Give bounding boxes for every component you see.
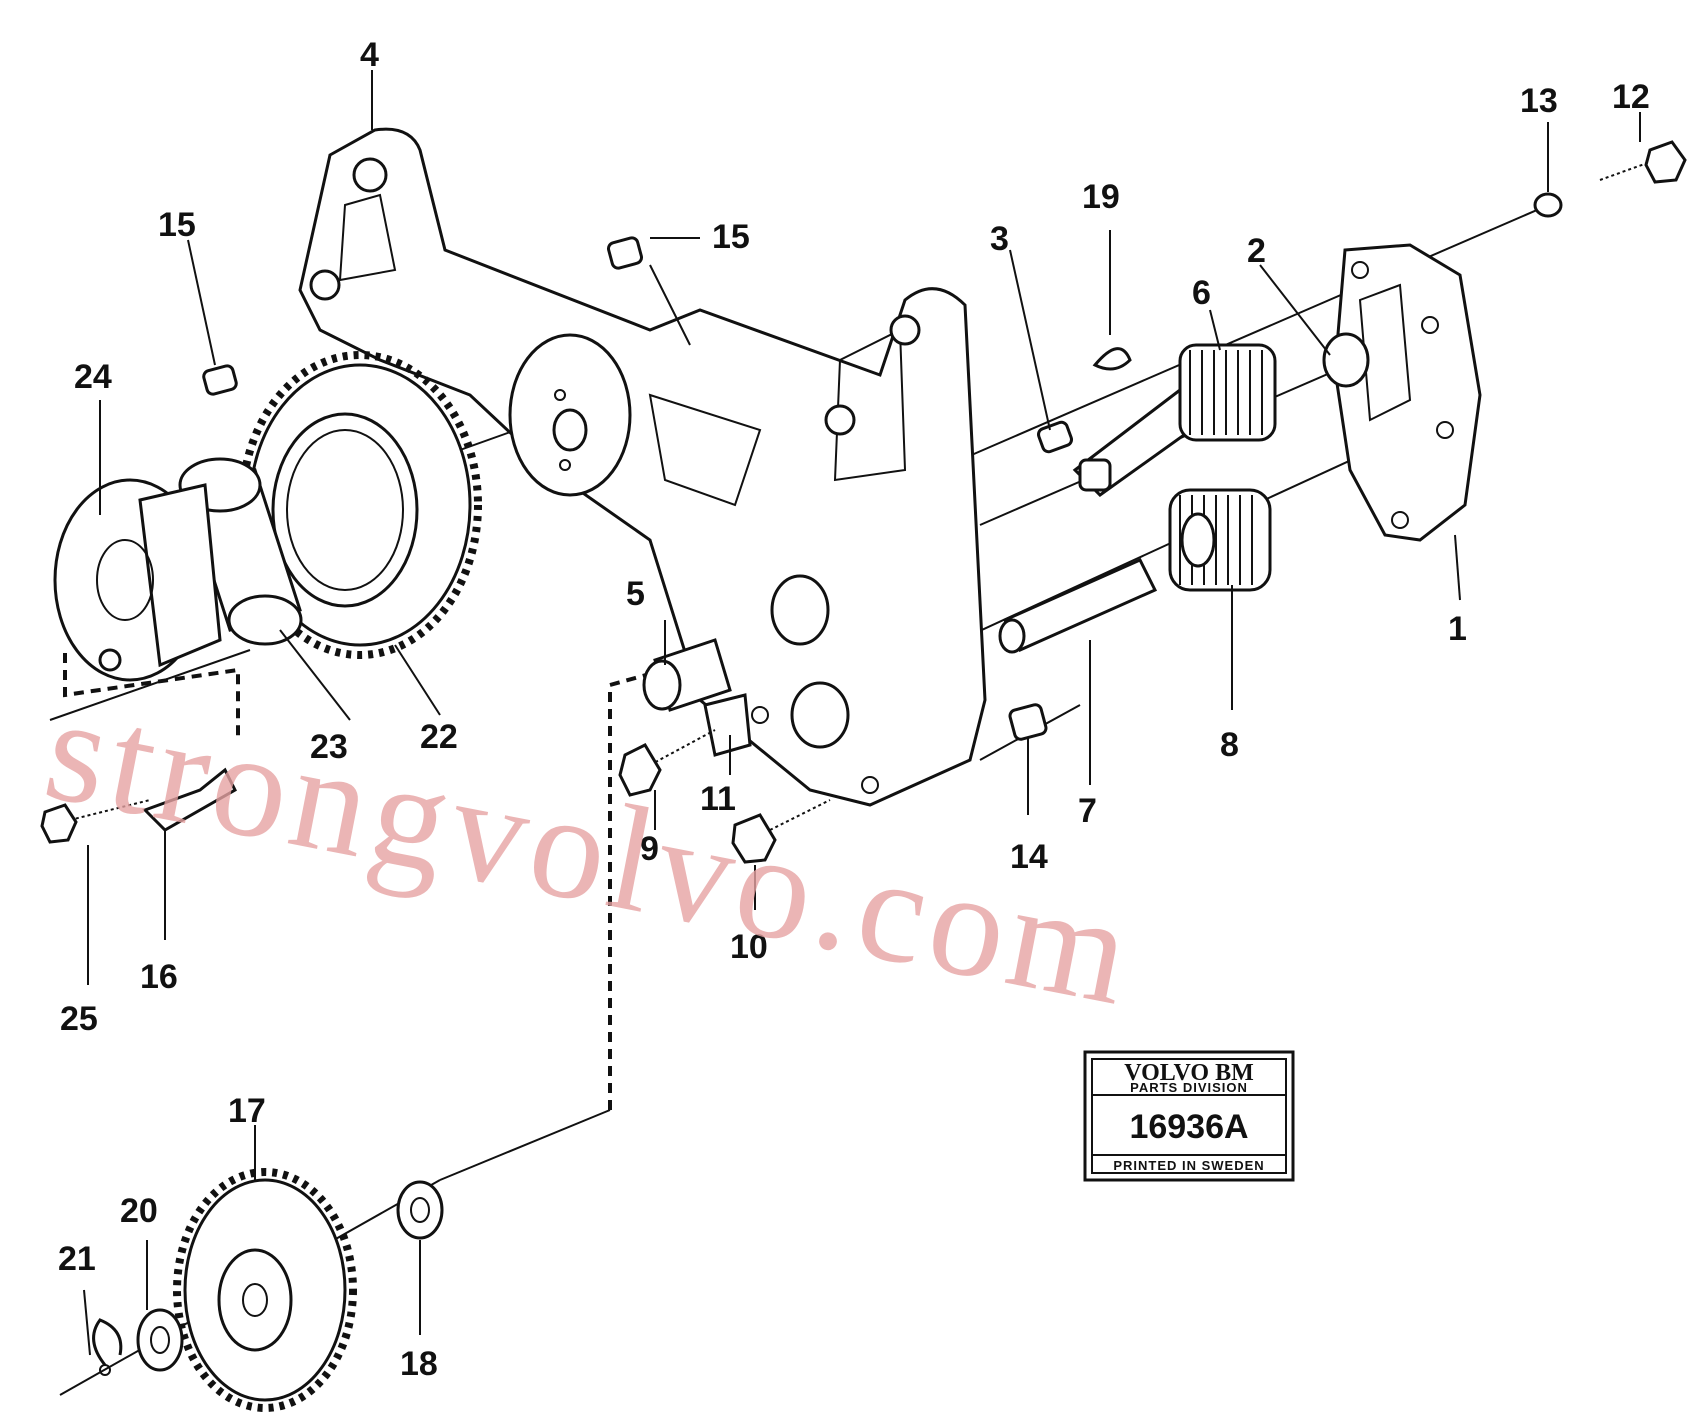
lock-plate-16 [142,767,237,832]
hub-flange [53,478,222,682]
callout-labels: 1 2 3 4 5 6 7 8 9 10 11 12 13 14 15 15 1… [58,36,1650,1383]
callout-3: 3 [990,220,1009,258]
badge-division: PARTS DIVISION [1130,1080,1248,1095]
bolt-12 [1599,140,1687,184]
callout-19: 19 [1082,178,1120,216]
idler-shaft [998,558,1158,654]
key-19 [1092,347,1132,371]
circlip-21 [92,1318,123,1376]
callout-8: 8 [1220,726,1239,764]
pump-housing-bracket [298,127,987,807]
washer-18 [396,1180,444,1240]
callout-14: 14 [1010,838,1048,876]
large-gear [238,351,482,659]
callout-10: 10 [730,928,768,966]
callout-17: 17 [228,1092,266,1130]
plug-15-top [606,236,644,270]
callout-15-top: 15 [712,218,750,256]
badge-code: 16936A [1129,1108,1248,1146]
callout-20: 20 [120,1192,158,1230]
sleeve-14 [1008,703,1048,741]
callout-2: 2 [1247,232,1266,270]
callout-15-left: 15 [158,206,196,244]
bolt-25 [40,799,151,844]
callout-4: 4 [360,36,379,74]
callout-22: 22 [420,718,458,756]
bushing-5 [642,638,732,712]
parts-division-badge: VOLVO BM PARTS DIVISION 16936A PRINTED I… [1083,1050,1295,1182]
callout-16: 16 [140,958,178,996]
pin-3 [1036,420,1074,454]
plug-15-left [202,364,238,396]
callout-24: 24 [74,358,112,396]
bolt-9 [618,729,716,797]
gear-17 [173,1168,357,1412]
callout-9: 9 [640,830,659,868]
callout-21: 21 [58,1240,96,1278]
drive-shaft-gear [1072,332,1370,497]
callout-12: 12 [1612,78,1650,116]
bolt-10 [731,799,831,864]
idler-gear [1168,488,1272,592]
badge-brand: VOLVO BM [1124,1060,1254,1086]
pump-cover-plate [1333,243,1482,542]
washer-20 [136,1308,184,1372]
callout-6: 6 [1192,274,1211,312]
callout-13: 13 [1520,82,1558,120]
callout-25: 25 [60,1000,98,1038]
callout-5: 5 [626,575,645,613]
callout-18: 18 [400,1345,438,1383]
badge-footer: PRINTED IN SWEDEN [1113,1158,1264,1173]
leader-lines [83,70,1641,1356]
callout-23: 23 [310,728,348,766]
callout-7: 7 [1078,792,1097,830]
washer-13 [1533,192,1563,218]
callout-11: 11 [700,780,736,818]
clip-11 [703,693,752,757]
callout-1: 1 [1448,610,1467,648]
